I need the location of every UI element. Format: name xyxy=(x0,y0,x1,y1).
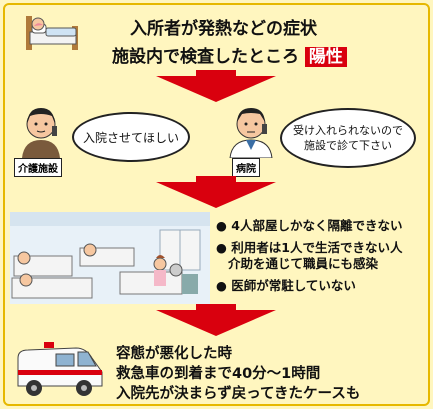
hospital-speech-line-1: 受け入れられないので xyxy=(293,124,403,137)
bottom-line-2: 救急車の到着まで40分～1時間 xyxy=(116,366,321,382)
issue-item: 介助を通じて職員にも感染 xyxy=(216,256,426,272)
arrow-2 xyxy=(156,182,276,208)
issue-item: ● 医師が常駐していない xyxy=(216,278,356,293)
facility-speech-text: 入院させてほしい xyxy=(82,130,179,145)
bottom-line-3: 入院先が決まらず戻ってきたケースも xyxy=(116,386,361,402)
hospital-doctor-icon xyxy=(226,104,276,159)
top-line-1: 入所者が発熱などの症状 xyxy=(130,19,317,39)
issue-item: ● 利用者は1人で生活できない人 xyxy=(216,240,403,255)
arrow-1-stem xyxy=(196,70,236,76)
hospital-label: 病院 xyxy=(232,158,260,177)
arrow-1 xyxy=(156,76,276,102)
issues-list: ● 4人部屋しかなく隔離できない ● 利用者は1人で生活できない人 介助を通じて… xyxy=(216,218,426,294)
issue-item: ● 4人部屋しかなく隔離できない xyxy=(216,218,403,233)
facility-label: 介護施設 xyxy=(14,158,62,177)
issue-text: 利用者は1人で生活できない人 xyxy=(231,240,403,255)
hospital-speech-line-2: 施設で診て下さい xyxy=(304,139,392,152)
top-line-2: 施設内で検査したところ 陽性 xyxy=(112,42,347,67)
arrow-3-stem xyxy=(196,304,236,310)
bottom-line-1: 容態が悪化した時 xyxy=(116,346,232,362)
facility-staff-icon xyxy=(16,104,66,158)
issue-text: 医師が常駐していない xyxy=(231,278,356,293)
issue-text: 4人部屋しかなく隔離できない xyxy=(231,218,403,233)
ambulance-icon xyxy=(14,338,106,400)
facility-speech-bubble: 入院させてほしい xyxy=(72,112,190,162)
top-line-2-text: 施設内で検査したところ xyxy=(112,47,299,67)
hospital-speech-bubble: 受け入れられないので 施設で診て下さい xyxy=(280,108,416,168)
arrow-2-stem xyxy=(196,176,236,182)
shared-room-illustration xyxy=(10,212,210,304)
issue-text: 介助を通じて職員にも感染 xyxy=(228,256,379,271)
bed-icon xyxy=(22,10,82,54)
positive-badge: 陽性 xyxy=(304,47,347,67)
arrow-3 xyxy=(156,310,276,336)
